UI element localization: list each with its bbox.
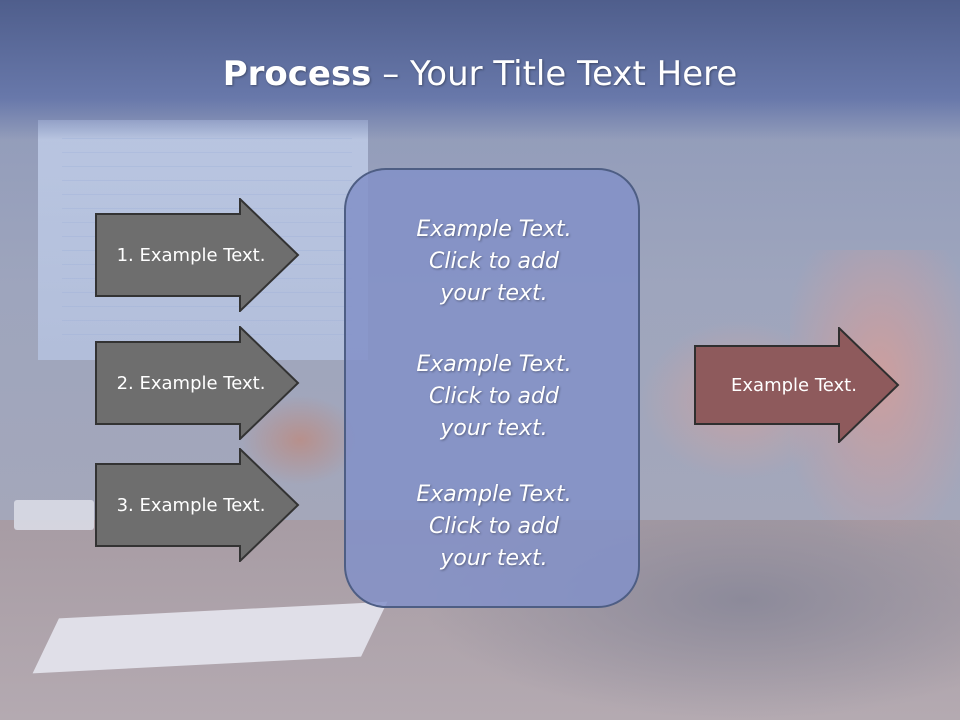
title-rest: – Your Title Text Here: [371, 54, 738, 94]
block-line: Example Text.: [416, 217, 572, 242]
left-arrow-3[interactable]: 3. Example Text.: [95, 448, 300, 562]
title-band: [0, 0, 960, 140]
block-line: Example Text.: [416, 482, 572, 507]
arrow-shape-icon: [694, 327, 900, 443]
block-line: your text.: [440, 546, 548, 571]
block-line: Click to add: [429, 249, 559, 274]
block-line: Click to add: [429, 384, 559, 409]
left-arrow-label: 1. Example Text.: [116, 244, 266, 266]
arrow-shape-icon: [95, 448, 300, 562]
left-arrow-1[interactable]: 1. Example Text.: [95, 198, 300, 312]
block-line: Example Text.: [416, 352, 572, 377]
right-arrow-label: Example Text.: [731, 374, 857, 396]
left-arrow-label: 2. Example Text.: [116, 372, 266, 394]
block-line: your text.: [440, 281, 548, 306]
text-block-1[interactable]: Example Text. Click to add your text.: [346, 214, 642, 310]
block-line: your text.: [440, 416, 548, 441]
title-bold: Process: [222, 54, 372, 94]
arrow-shape-icon: [95, 326, 300, 440]
right-arrow[interactable]: Example Text.: [694, 327, 900, 443]
text-block-2[interactable]: Example Text. Click to add your text.: [346, 349, 642, 445]
arrow-shape-icon: [95, 198, 300, 312]
slide-title[interactable]: Process – Your Title Text Here: [0, 52, 960, 96]
left-arrow-label: 3. Example Text.: [116, 494, 266, 516]
block-line: Click to add: [429, 514, 559, 539]
projector: [14, 500, 94, 530]
center-text-box[interactable]: Example Text. Click to add your text. Ex…: [344, 168, 640, 608]
left-arrow-2[interactable]: 2. Example Text.: [95, 326, 300, 440]
text-block-3[interactable]: Example Text. Click to add your text.: [346, 479, 642, 575]
